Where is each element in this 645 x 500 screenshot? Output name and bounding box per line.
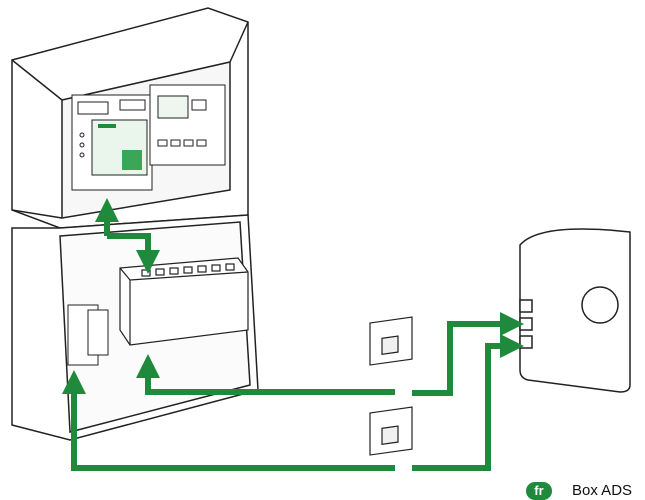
wall-socket-lower	[369, 406, 413, 456]
display-module	[149, 84, 226, 166]
terminal-block	[67, 304, 109, 366]
connection-lines	[62, 198, 524, 471]
router-caption: Box ADS	[572, 482, 633, 499]
link-panel-socket-lower	[62, 370, 395, 471]
language-badge: fr	[526, 482, 552, 500]
network-switch	[119, 257, 249, 346]
energy-meter-module	[71, 94, 153, 191]
link-socket-upper-router	[412, 312, 524, 396]
router-box	[519, 228, 631, 393]
wall-socket-upper	[369, 316, 413, 366]
link-socket-lower-router	[412, 334, 524, 471]
link-switch-socket-upper	[136, 354, 395, 395]
